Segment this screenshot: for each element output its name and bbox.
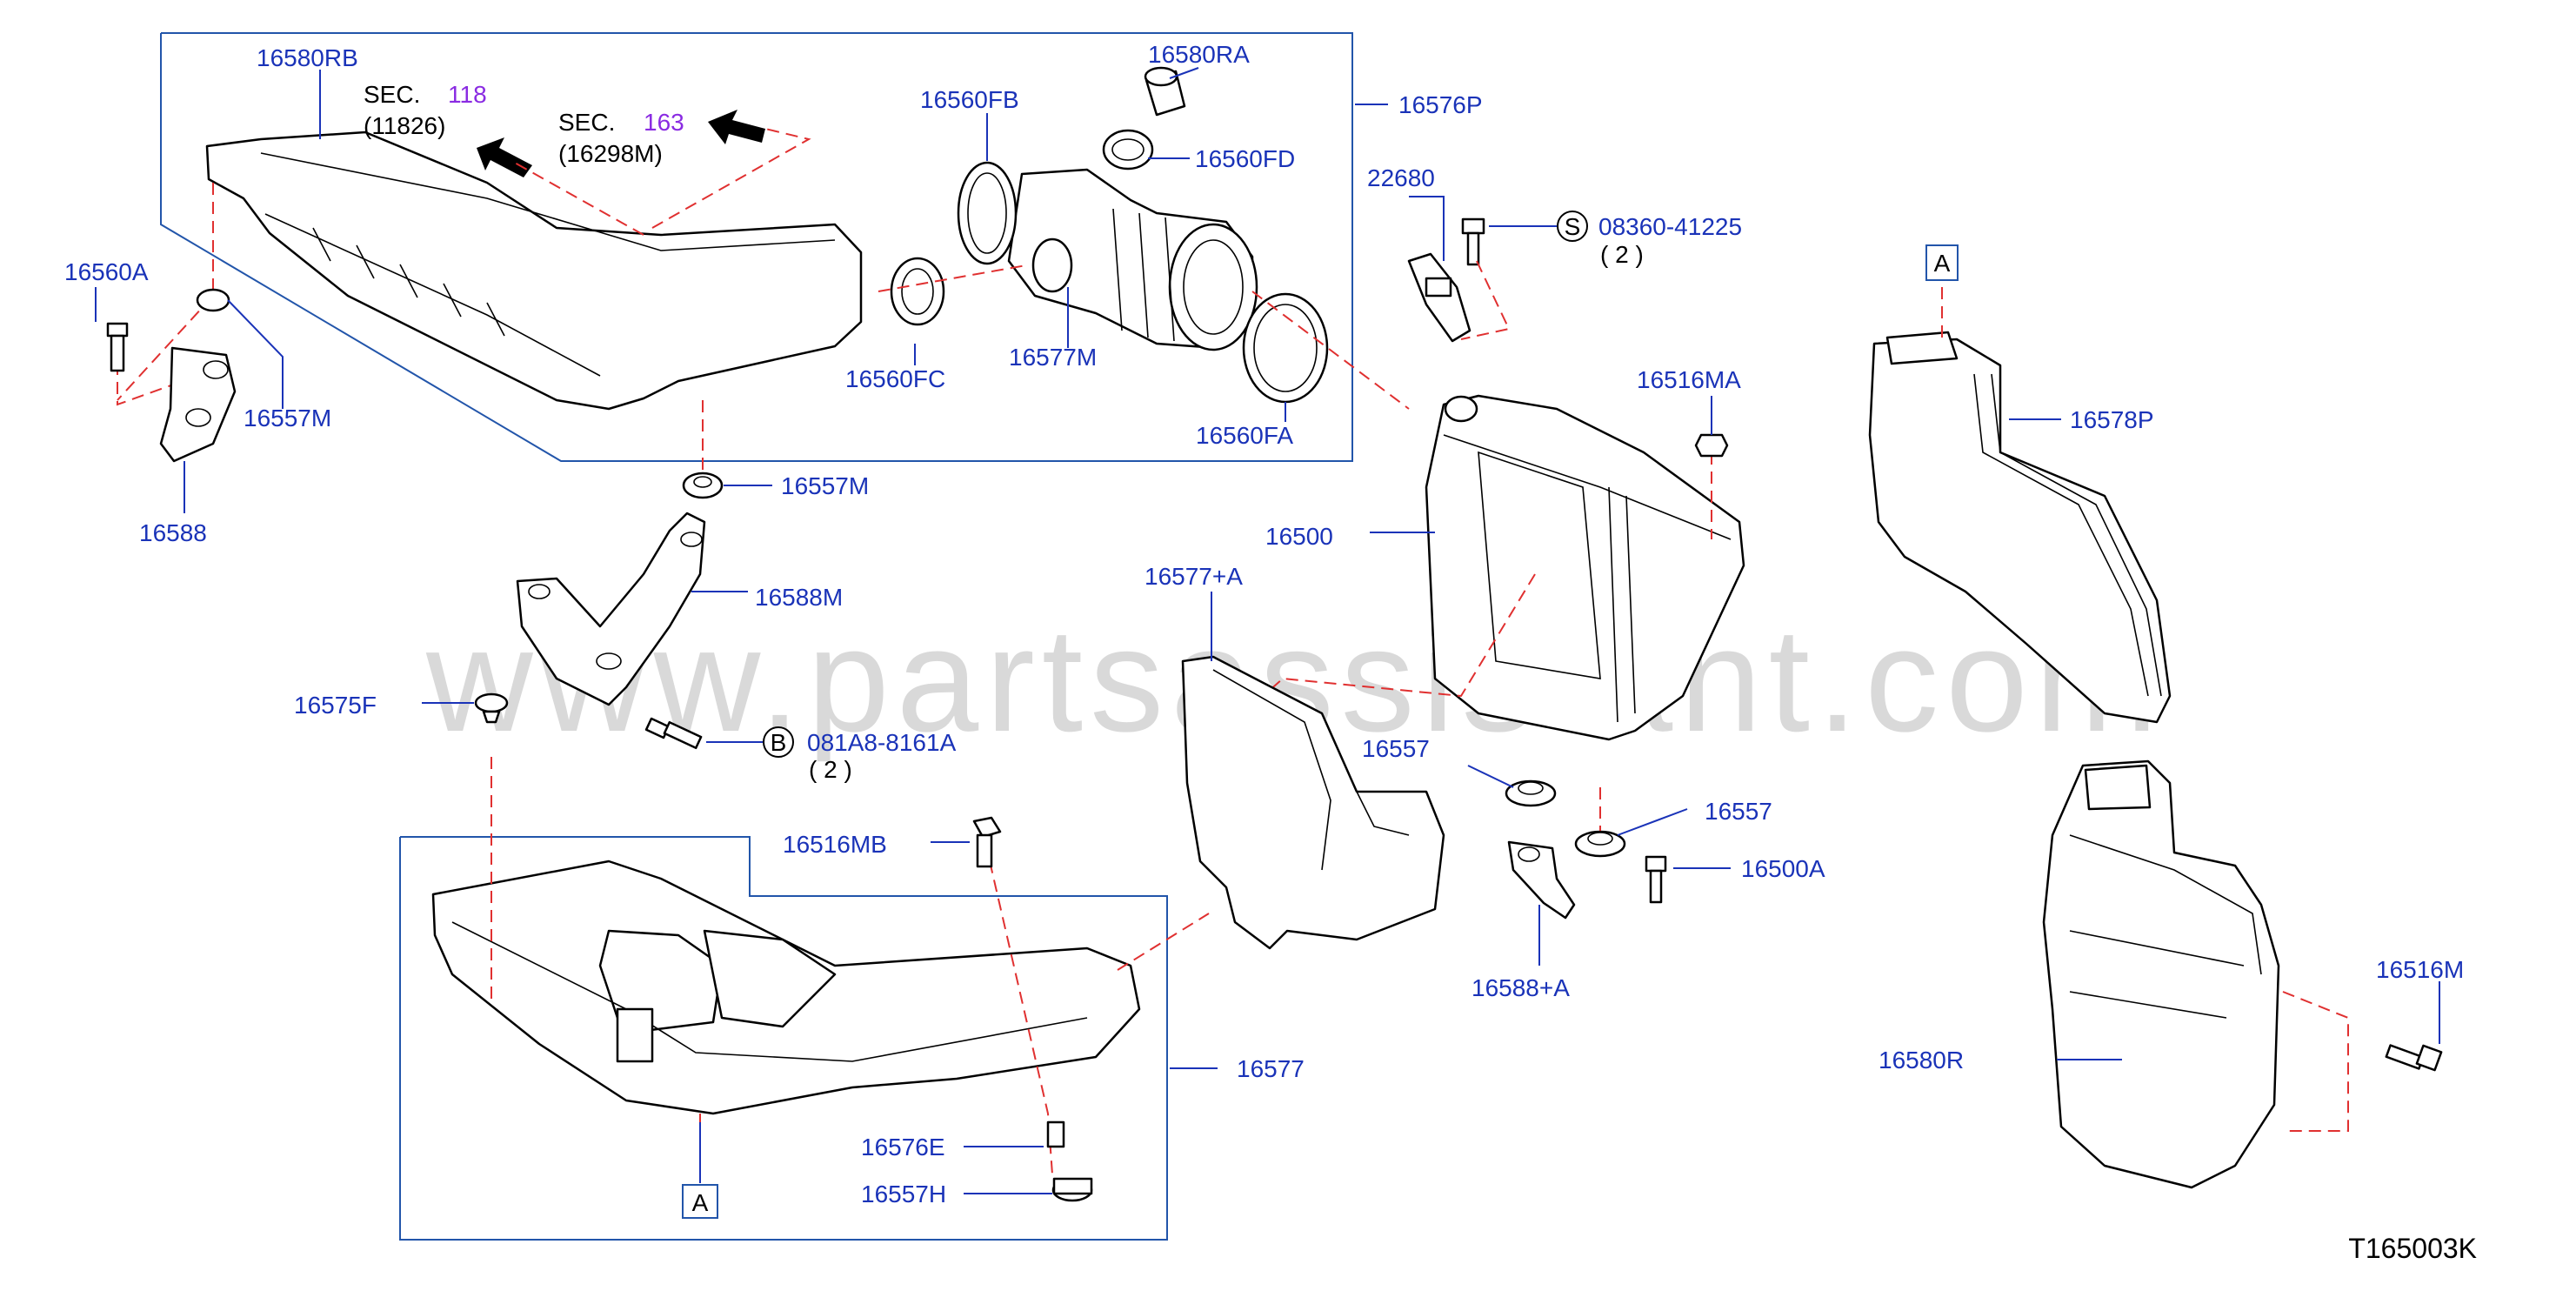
center-line-16516M <box>2282 991 2349 1132</box>
label-16575F: 16575F <box>294 692 377 719</box>
group-frame-upper <box>160 32 1353 462</box>
ref-box-a-top <box>1925 244 1959 281</box>
label-16516MA: 16516MA <box>1637 366 1741 393</box>
callout-b-part: 081A8-8161A <box>807 729 957 756</box>
label-16557M-mid: 16557M <box>781 472 869 499</box>
center-line-16560A-b <box>117 344 179 406</box>
center-line-hose-box <box>1251 291 1410 410</box>
clamp-16560FD <box>1102 129 1154 171</box>
clamp-16560FC <box>890 257 945 326</box>
section-arrow-163 <box>708 110 765 144</box>
grommet-16557M-mid <box>682 472 724 499</box>
center-line-duct-hose <box>878 264 1027 292</box>
center-line-duct-link <box>1117 913 1210 971</box>
label-16580R: 16580R <box>1879 1047 1964 1074</box>
callout-b-letter: B <box>771 729 787 756</box>
bolt-081A8 <box>644 717 703 750</box>
sec-118-number: 118 <box>448 81 487 108</box>
bracket-16588A <box>1507 840 1576 920</box>
label-16577A: 16577+A <box>1145 563 1243 590</box>
label-16560A: 16560A <box>64 258 149 285</box>
label-16560FA: 16560FA <box>1196 422 1293 449</box>
label-16500: 16500 <box>1265 523 1333 550</box>
duct-16577 <box>431 860 1141 1115</box>
callout-s-circle <box>1557 211 1588 242</box>
grommet-16557H <box>1051 1177 1093 1202</box>
bracket-16588M <box>516 512 706 706</box>
label-16577M: 16577M <box>1009 344 1097 371</box>
sensor-22680 <box>1407 252 1472 343</box>
bracket-16588 <box>159 346 237 463</box>
label-16500A: 16500A <box>1741 855 1825 882</box>
label-16580RB: 16580RB <box>257 44 358 71</box>
label-16557M-left: 16557M <box>244 405 331 431</box>
center-line-sec163 <box>651 128 811 229</box>
group-frame-lower <box>399 836 1168 1241</box>
callout-b-qty: ( 2 ) <box>809 756 852 783</box>
clamp-16560FA <box>1242 292 1329 404</box>
air-duct-16580RB <box>205 130 863 411</box>
clip-16575F <box>474 692 509 724</box>
spacer-16576E <box>1046 1120 1065 1148</box>
grommet-16557M-left <box>196 288 230 312</box>
label-16516MB: 16516MB <box>783 831 887 858</box>
center-line-22680 <box>1460 260 1511 340</box>
label-16557-upper: 16557 <box>1362 735 1430 762</box>
grommet-16557-a <box>1505 779 1557 807</box>
callout-s-qty: ( 2 ) <box>1600 241 1644 268</box>
center-line-sec <box>512 161 644 236</box>
duct-16580R <box>2042 759 2280 1189</box>
ref-a-bottom-letter: A <box>692 1189 709 1216</box>
callout-s-part: 08360-41225 <box>1598 213 1742 240</box>
grommet-16557-b <box>1574 830 1626 858</box>
sec-118-sub: (11826) <box>364 112 445 139</box>
sec-163-sub: (16298M) <box>558 140 663 167</box>
bolt-16560A <box>106 322 129 372</box>
label-16560FD: 16560FD <box>1195 145 1295 172</box>
ref-box-a-bottom <box>682 1184 718 1219</box>
section-arrow-118 <box>477 137 532 177</box>
intake-hose-16577M <box>1007 168 1258 351</box>
clamp-16560FB <box>957 161 1018 265</box>
label-16580RA: 16580RA <box>1148 41 1250 68</box>
callout-s-letter: S <box>1565 213 1581 240</box>
callout-b-circle <box>763 726 794 758</box>
label-16588: 16588 <box>139 519 207 546</box>
sec-163-prefix: SEC. <box>558 109 615 136</box>
label-16560FB: 16560FB <box>920 86 1019 113</box>
diagram-code: T165003K <box>2348 1233 2477 1264</box>
duct-16578P <box>1868 331 2172 724</box>
bolt-16516MB <box>972 816 1002 868</box>
nut-16516MA <box>1694 433 1729 458</box>
label-16588M: 16588M <box>755 584 843 611</box>
label-16576P: 16576P <box>1398 91 1483 118</box>
air-cleaner-16500 <box>1425 394 1745 741</box>
sec-163-number: 163 <box>644 109 684 136</box>
label-16560FC: 16560FC <box>845 365 945 392</box>
leader-lines <box>95 67 2440 1194</box>
label-16557H: 16557H <box>861 1181 946 1207</box>
label-16516M: 16516M <box>2376 956 2464 983</box>
duct-16577A <box>1181 655 1445 950</box>
label-16557-lower: 16557 <box>1705 798 1772 825</box>
bolt-08360 <box>1461 217 1485 266</box>
bolt-16516M <box>2385 1044 2443 1072</box>
ref-a-top-letter: A <box>1934 250 1951 277</box>
sec-118-prefix: SEC. <box>364 81 420 108</box>
label-16588A: 16588+A <box>1472 974 1570 1001</box>
label-16576E: 16576E <box>861 1134 945 1161</box>
label-16577: 16577 <box>1237 1055 1305 1082</box>
bolt-16500A <box>1645 855 1667 904</box>
label-22680: 22680 <box>1367 164 1435 191</box>
center-line-16516MB <box>989 860 1053 1175</box>
label-16578P: 16578P <box>2070 406 2154 433</box>
tube-16580RA <box>1144 66 1186 117</box>
